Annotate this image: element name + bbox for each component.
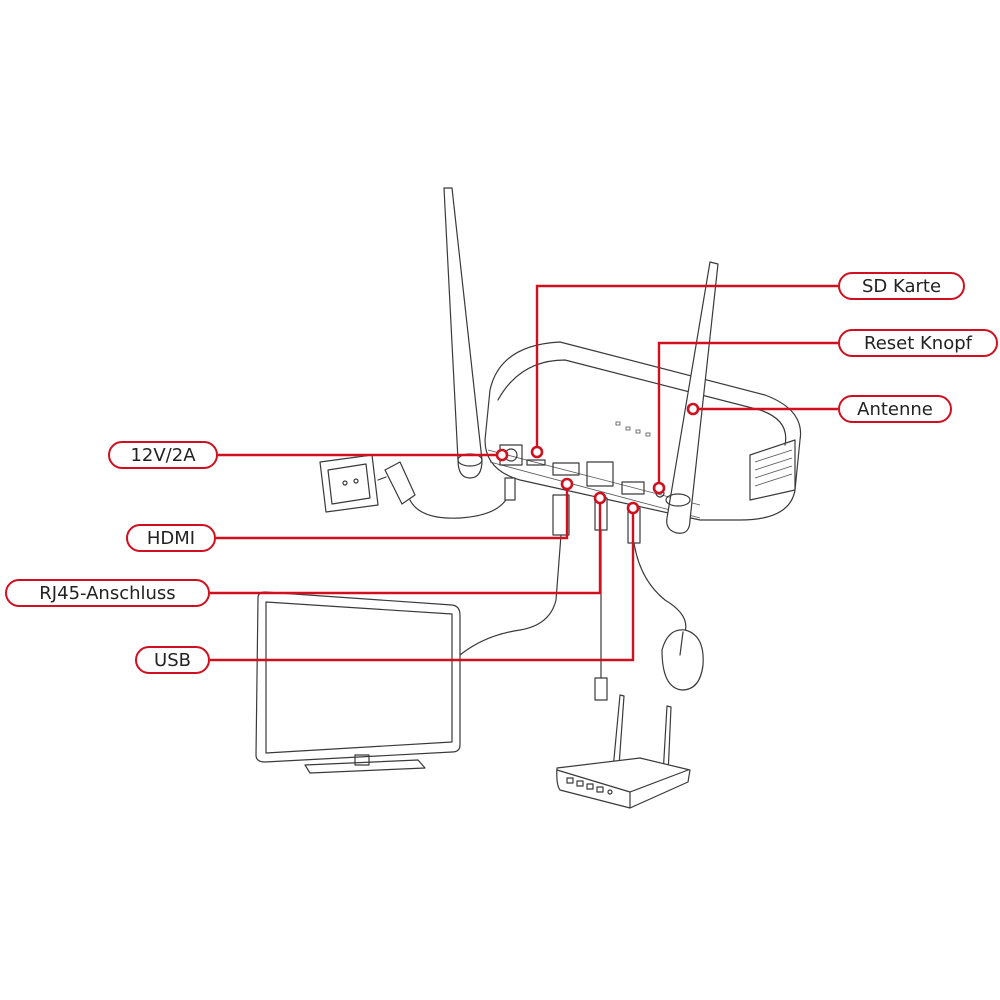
usb-port [621, 481, 645, 495]
anchor-reset [652, 481, 666, 495]
anchor-rj45 [593, 491, 607, 505]
leader-lines [210, 284, 838, 662]
callout-power: 12V/2A [108, 441, 218, 469]
hdmi-port [552, 462, 580, 476]
sd-slot [526, 459, 546, 466]
callout-sd-card: SD Karte [838, 272, 965, 300]
power-adapter [377, 461, 516, 519]
antenna-right [665, 261, 719, 534]
antenna-left [443, 187, 483, 479]
anchor-dots [495, 402, 700, 515]
leader-hdmi [216, 484, 569, 540]
anchor-sd-card [530, 445, 544, 459]
anchor-hdmi [560, 477, 574, 491]
lan-port [586, 461, 614, 487]
mouse [661, 629, 704, 691]
callout-rj45: RJ45-Anschluss [5, 579, 210, 607]
wall-socket [319, 454, 379, 513]
callout-antenna: Antenne [838, 395, 952, 423]
leader-reset [657, 341, 838, 488]
leader-usb [210, 508, 635, 662]
hdmi-cable [459, 494, 570, 656]
main-device [484, 341, 802, 521]
anchor-power [495, 448, 509, 462]
status-leds [615, 421, 651, 437]
callout-hdmi: HDMI [126, 524, 216, 552]
television [255, 591, 461, 774]
leader-sd-card [535, 284, 838, 452]
anchor-usb [626, 501, 640, 515]
network-router [556, 694, 691, 809]
leader-rj45 [210, 498, 602, 595]
anchor-antenna [686, 402, 700, 416]
callout-reset-button: Reset Knopf [838, 329, 998, 357]
side-vent [749, 439, 796, 501]
callout-usb: USB [135, 646, 210, 674]
